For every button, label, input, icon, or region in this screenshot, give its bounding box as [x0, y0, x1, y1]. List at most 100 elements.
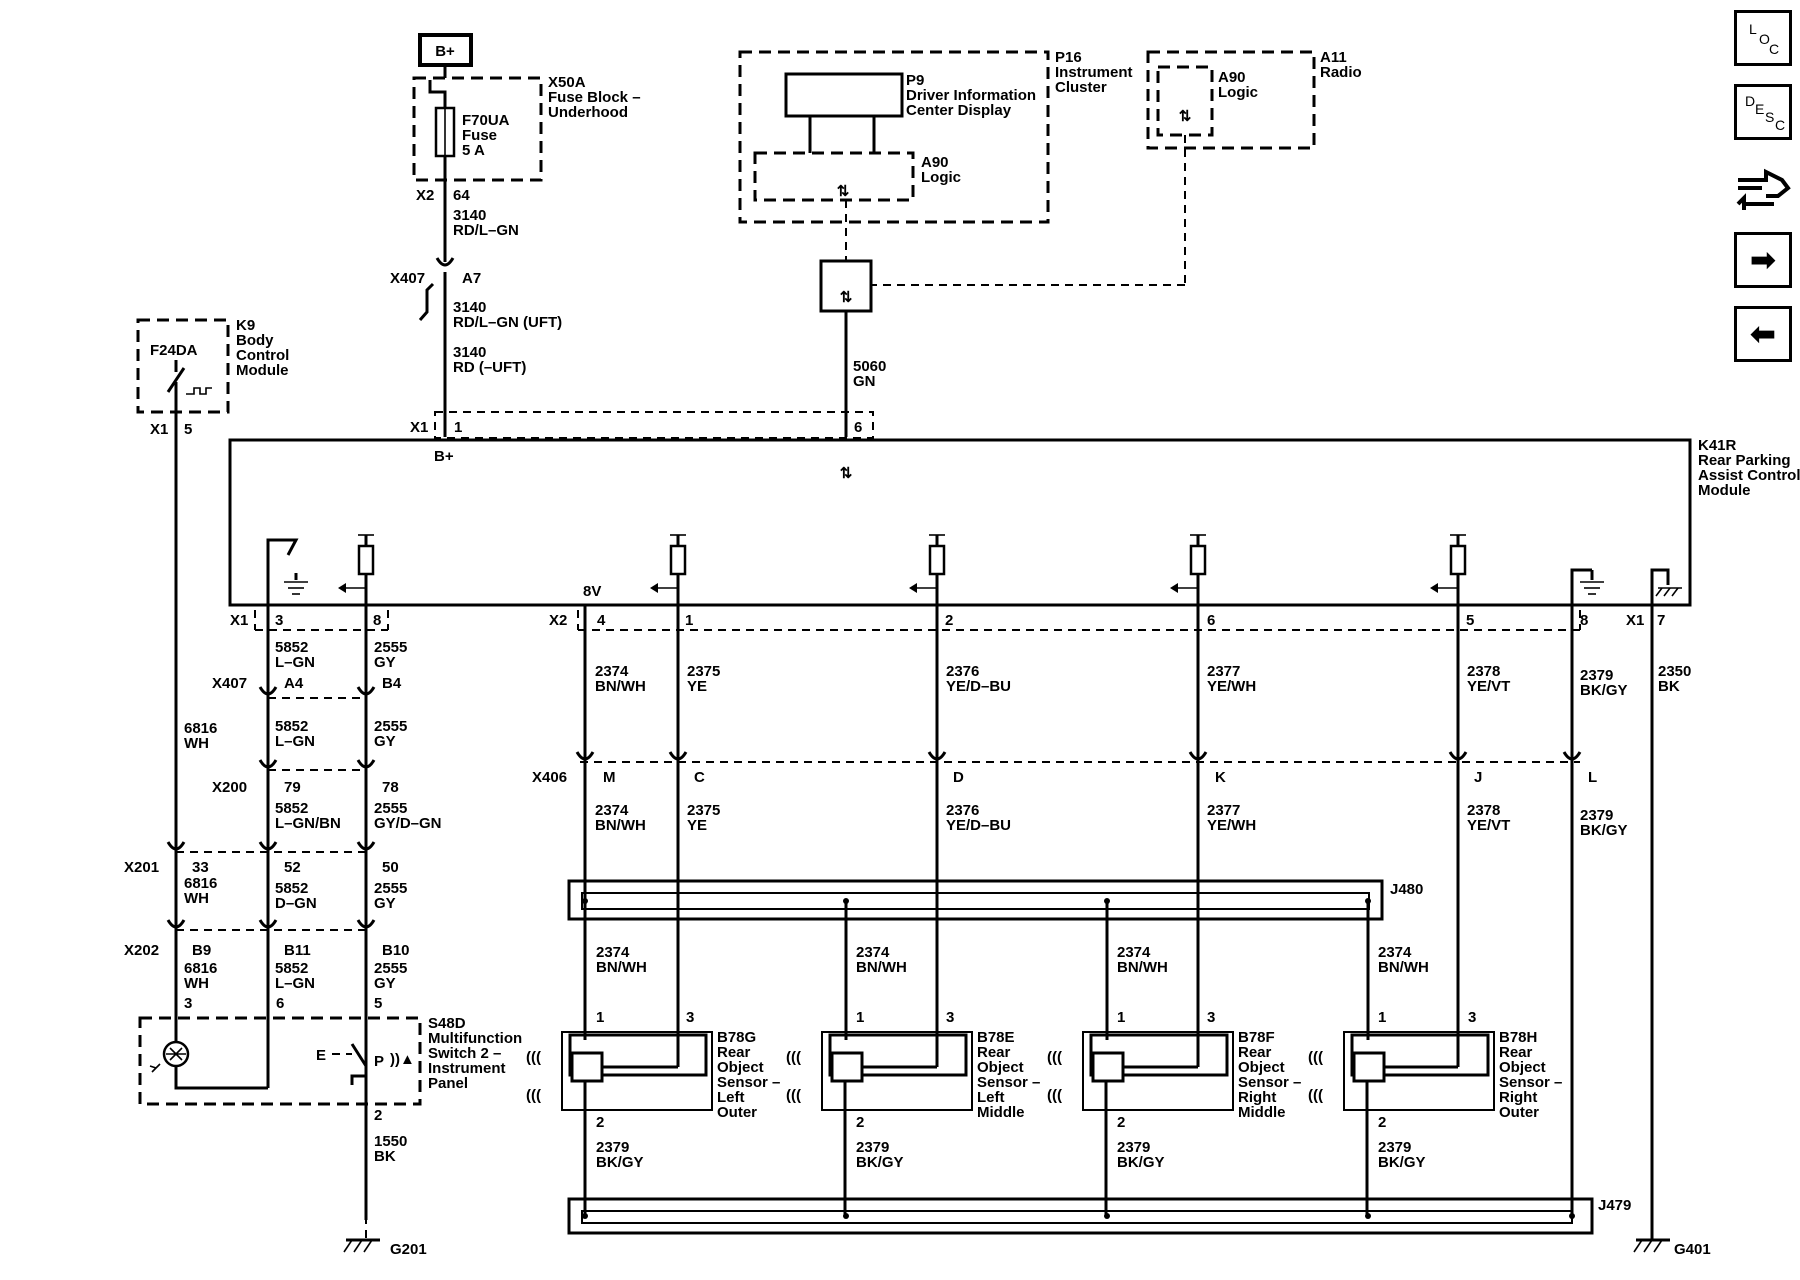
bidirectional-icon-left: ⇅ — [837, 183, 850, 200]
next-page-button[interactable]: ➡ — [1734, 232, 1792, 288]
pin-79: 79 — [284, 779, 301, 796]
sensor-ground-wire: 2379 — [856, 1139, 889, 1156]
c2350: BK — [1658, 678, 1680, 695]
w5852-e: 5852 — [275, 960, 308, 977]
pin-j: J — [1474, 769, 1482, 786]
sensor-wire-color: BN/WH — [1378, 959, 1429, 976]
chassis-ground-icon — [1655, 587, 1682, 597]
sensor-pin-2: 2 — [596, 1114, 604, 1131]
ground-g401-icon — [1633, 1238, 1670, 1253]
wire-color-rd-nouft: RD (–UFT) — [453, 359, 526, 376]
sensor-name-4: Right — [1499, 1089, 1537, 1106]
a90-logic-left — [753, 151, 915, 202]
sensor-name-4: Left — [977, 1089, 1005, 1106]
w2378-b: 2378 — [1467, 802, 1500, 819]
x406-cup-5 — [1562, 751, 1582, 761]
sensor-pin-2: 2 — [1117, 1114, 1125, 1131]
bidirectional-icon-right: ⇅ — [1179, 108, 1192, 125]
wire-5060: 5060 — [853, 358, 886, 375]
connector-tools-icon — [1736, 168, 1791, 210]
w2555-b: 2555 — [374, 718, 407, 735]
pin-6: 6 — [1207, 612, 1215, 629]
location-button[interactable]: L O C — [1734, 10, 1792, 66]
w1550: 1550 — [374, 1133, 407, 1150]
w2379-b: 2379 — [1580, 807, 1613, 824]
sensor-name-4: Right — [1238, 1089, 1276, 1106]
pullup-resistor-0 — [338, 534, 375, 605]
p16-name-1: Instrument — [1055, 64, 1133, 81]
c2379-a: BK/GY — [1580, 682, 1628, 699]
sensor-pin-1: 1 — [596, 1009, 604, 1026]
j480-splice-pack — [567, 879, 1384, 921]
k41r-x1-top: X1 — [410, 419, 428, 436]
sensor-name-2: Object — [1238, 1059, 1285, 1076]
wire-3140-b: 3140 — [453, 299, 486, 316]
switch-pin-3: 3 — [184, 995, 192, 1012]
transducer-element — [830, 1051, 864, 1083]
k41r-name-2: Assist Control — [1698, 467, 1800, 484]
fuse-block-name-2: Underhood — [548, 104, 628, 121]
wire-color-gn: GN — [853, 373, 876, 390]
a90-left-id: A90 — [921, 154, 949, 171]
pin-8b: 8 — [1580, 612, 1588, 629]
battery-plus-label: B+ — [435, 43, 455, 60]
sensor-id: B78E — [977, 1029, 1015, 1046]
sensor-name-4: Left — [717, 1089, 745, 1106]
sensor-name-2: Object — [717, 1059, 764, 1076]
c5852-e: L–GN — [275, 975, 315, 992]
c6816-a: WH — [184, 735, 209, 752]
w2555-e: 2555 — [374, 960, 407, 977]
pin-a7: A7 — [462, 270, 481, 287]
pin-7: 7 — [1657, 612, 1665, 629]
wire-3140-a: 3140 — [453, 207, 486, 224]
c2555-e: GY — [374, 975, 396, 992]
g201: G201 — [390, 1241, 427, 1258]
c5852-d: D–GN — [275, 895, 317, 912]
a90-right-id: A90 — [1218, 69, 1246, 86]
pin-conn-x1-left: X1 — [230, 612, 248, 629]
ultrasonic-waves-icon: ((( — [526, 1087, 541, 1104]
data-modules: ⇅ P9 Driver Information Center Display A… — [738, 49, 1362, 437]
sensor-name-3: Sensor – — [717, 1074, 780, 1091]
p9-id: P9 — [906, 72, 924, 89]
k41r-outline — [228, 438, 1692, 607]
s48d-name-3: Instrument — [428, 1060, 506, 1077]
a90-left-name: Logic — [921, 169, 961, 186]
inline-connector-6 — [356, 841, 376, 851]
fuse-block-id: X50A — [548, 74, 586, 91]
wire-color-rd-lgn: RD/L–GN — [453, 222, 519, 239]
k41r-x1-top-connector — [434, 411, 874, 439]
sensor-name-3: Sensor – — [1499, 1074, 1562, 1091]
c2555-b: GY — [374, 733, 396, 750]
k41r-name-3: Module — [1698, 482, 1751, 499]
pin-2: 2 — [945, 612, 953, 629]
inline-connector-1 — [356, 686, 376, 696]
sensor-pin-3: 3 — [1468, 1009, 1476, 1026]
c6816-b: WH — [184, 890, 209, 907]
j480: J480 — [1390, 881, 1423, 898]
c2374-b: BN/WH — [595, 817, 646, 834]
x406-cup-4 — [1448, 751, 1468, 761]
sensor-ground-color: BK/GY — [1117, 1154, 1165, 1171]
desc-letters: D E S C — [1743, 92, 1785, 132]
w5852-c: 5852 — [275, 800, 308, 817]
desc-letter-e: E — [1755, 101, 1765, 117]
a90-logic-right — [1156, 65, 1214, 137]
sensor-pin-3: 3 — [1207, 1009, 1215, 1026]
p9-name-1: Driver Information — [906, 87, 1036, 104]
connector-tools-button[interactable] — [1734, 158, 1792, 214]
previous-page-button[interactable]: ⬅ — [1734, 306, 1792, 362]
pin-c: C — [694, 769, 705, 786]
w2376-b: 2376 — [946, 802, 979, 819]
k9-name-1: Body — [236, 332, 274, 349]
pullup-resistor-2 — [909, 534, 946, 605]
description-button[interactable]: D E S C — [1734, 84, 1792, 140]
pin-a4: A4 — [284, 675, 304, 692]
fuse-word: Fuse — [462, 127, 497, 144]
w2375-b: 2375 — [687, 802, 720, 819]
sensor-name-2: Object — [977, 1059, 1024, 1076]
x406: X406 — [532, 769, 567, 786]
w5852-b: 5852 — [275, 718, 308, 735]
